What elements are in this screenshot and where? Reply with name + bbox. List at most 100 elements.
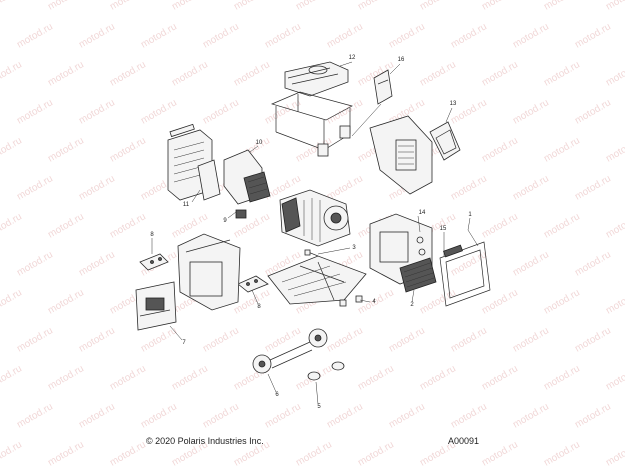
watermark-text: motod.ru <box>573 249 613 278</box>
callout-6: 6 <box>275 392 279 398</box>
watermark-text: motod.ru <box>542 363 582 392</box>
watermark-text: motod.ru <box>108 59 148 88</box>
watermark-text: motod.ru <box>108 0 148 13</box>
watermark-text: motod.ru <box>201 97 241 126</box>
watermark-text: motod.ru <box>573 401 613 430</box>
watermark-text: motod.ru <box>0 287 24 316</box>
watermark-text: motod.ru <box>46 59 86 88</box>
label-panel-7 <box>135 281 177 331</box>
watermark-text: motod.ru <box>170 59 210 88</box>
callout-16: 16 <box>397 57 405 63</box>
watermark-text: motod.ru <box>0 211 24 240</box>
watermark-text: motod.ru <box>604 135 625 164</box>
watermark-text: motod.ru <box>46 135 86 164</box>
watermark-text: motod.ru <box>77 249 117 278</box>
watermark-text: motod.ru <box>0 0 24 13</box>
watermark-text: motod.ru <box>232 59 272 88</box>
leader-lines <box>151 61 479 405</box>
callout-10: 10 <box>255 140 263 146</box>
bolt-3 <box>304 249 319 257</box>
watermark-text: motod.ru <box>542 135 582 164</box>
watermark-text: motod.ru <box>480 0 520 13</box>
callout-5: 5 <box>317 404 321 410</box>
watermark-text: motod.ru <box>418 59 458 88</box>
watermark-text: motod.ru <box>77 401 117 430</box>
watermark-text: motod.ru <box>387 21 427 50</box>
watermark-text: motod.ru <box>46 439 86 468</box>
callout-12: 12 <box>348 55 356 61</box>
callout-14: 14 <box>418 210 426 216</box>
watermark-text: motod.ru <box>46 0 86 13</box>
side-cover-left <box>177 233 241 311</box>
watermark-text: motod.ru <box>511 325 551 354</box>
watermark-text: motod.ru <box>0 59 24 88</box>
watermark-text: motod.ru <box>325 325 365 354</box>
callout-11: 11 <box>182 202 190 208</box>
watermark-text: motod.ru <box>604 363 625 392</box>
watermark-text: motod.ru <box>232 0 272 13</box>
wheel-assembly-6 <box>252 328 328 374</box>
watermark-text: motod.ru <box>604 211 625 240</box>
watermark-text: motod.ru <box>480 211 520 240</box>
watermark-text: motod.ru <box>573 97 613 126</box>
watermark-text: motod.ru <box>15 401 55 430</box>
callout-8b: 8 <box>257 304 261 310</box>
small-plate-8a <box>139 253 169 271</box>
callout-9: 9 <box>223 218 227 224</box>
watermark-text: motod.ru <box>263 401 303 430</box>
copyright-text: © 2020 Polaris Industries Inc. <box>146 436 264 446</box>
watermark-text: motod.ru <box>511 401 551 430</box>
watermark-text: motod.ru <box>480 135 520 164</box>
callout-8a: 8 <box>150 232 154 238</box>
watermark-text: motod.ru <box>511 97 551 126</box>
watermark-text: motod.ru <box>0 135 24 164</box>
watermark-text: motod.ru <box>480 59 520 88</box>
small-plate-8b <box>237 275 269 293</box>
watermark-text: motod.ru <box>449 401 489 430</box>
callout-15: 15 <box>439 226 447 232</box>
watermark-text: motod.ru <box>263 97 303 126</box>
callout-2: 2 <box>410 302 414 308</box>
watermark-text: motod.ru <box>77 173 117 202</box>
watermark-text: motod.ru <box>0 439 24 468</box>
watermark-text: motod.ru <box>294 0 334 13</box>
watermark-text: motod.ru <box>201 401 241 430</box>
callout-7: 7 <box>182 340 186 346</box>
front-panel-assembly <box>369 213 437 293</box>
watermark-text: motod.ru <box>139 21 179 50</box>
watermark-text: motod.ru <box>356 0 396 13</box>
watermark-text: motod.ru <box>46 211 86 240</box>
side-cover-right <box>369 115 461 195</box>
watermark-text: motod.ru <box>0 363 24 392</box>
watermark-text: motod.ru <box>201 325 241 354</box>
watermark-text: motod.ru <box>325 401 365 430</box>
watermark-text: motod.ru <box>77 97 117 126</box>
watermark-text: motod.ru <box>263 21 303 50</box>
watermark-text: motod.ru <box>201 21 241 50</box>
watermark-text: motod.ru <box>77 325 117 354</box>
watermark-text: motod.ru <box>604 439 625 468</box>
callout-3: 3 <box>352 245 356 251</box>
watermark-text: motod.ru <box>15 325 55 354</box>
watermark-text: motod.ru <box>418 363 458 392</box>
watermark-text: motod.ru <box>542 211 582 240</box>
watermark-text: motod.ru <box>15 21 55 50</box>
fuel-tank-assembly <box>270 61 353 157</box>
watermark-text: motod.ru <box>108 363 148 392</box>
watermark-text: motod.ru <box>325 97 365 126</box>
watermark-text: motod.ru <box>139 97 179 126</box>
watermark-text: motod.ru <box>604 59 625 88</box>
watermark-text: motod.ru <box>449 21 489 50</box>
watermark-text: motod.ru <box>511 173 551 202</box>
watermark-text: motod.ru <box>573 21 613 50</box>
callout-1: 1 <box>468 212 472 218</box>
diagram-code: A00091 <box>448 436 480 446</box>
watermark-text: motod.ru <box>356 439 396 468</box>
watermark-text: motod.ru <box>294 439 334 468</box>
watermark-text: motod.ru <box>108 135 148 164</box>
watermark-text: motod.ru <box>139 401 179 430</box>
watermark-text: motod.ru <box>449 173 489 202</box>
watermark-text: motod.ru <box>170 0 210 13</box>
